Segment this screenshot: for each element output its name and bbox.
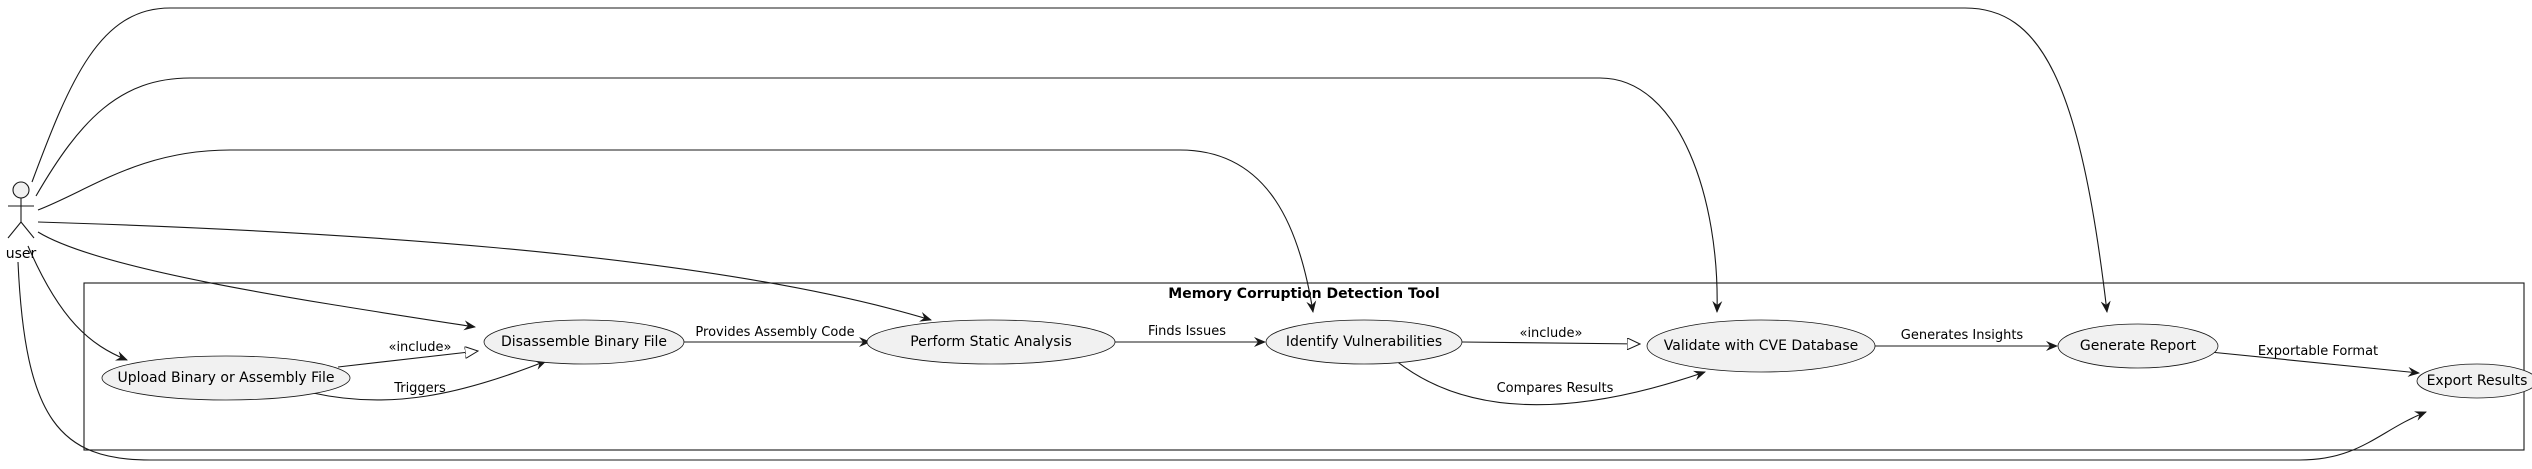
edge-user-report bbox=[31, 7, 2111, 313]
use-case-upload-label: Upload Binary or Assembly File bbox=[117, 370, 334, 386]
edge-label-identify-include: «include» bbox=[1519, 326, 1582, 341]
edge-label-exportable: Exportable Format bbox=[2258, 344, 2378, 359]
use-case-export[interactable]: Export Results bbox=[2416, 363, 2532, 399]
system-title: Memory Corruption Detection Tool bbox=[1168, 286, 1439, 302]
use-case-static-label: Perform Static Analysis bbox=[910, 334, 1072, 350]
edge-upload-disassemble-include bbox=[337, 351, 478, 368]
edge-user-upload bbox=[27, 245, 128, 361]
edge-upload-disassemble-triggers bbox=[312, 360, 547, 401]
use-case-report-label: Generate Report bbox=[2080, 338, 2197, 354]
edge-user-export bbox=[17, 261, 2427, 461]
edge-label-generates: Generates Insights bbox=[1901, 328, 2024, 343]
use-case-identify-label: Identify Vulnerabilities bbox=[1286, 334, 1442, 350]
use-case-export-label: Export Results bbox=[2427, 373, 2528, 389]
use-case-upload[interactable]: Upload Binary or Assembly File bbox=[101, 355, 351, 401]
use-case-validate[interactable]: Validate with CVE Database bbox=[1646, 319, 1876, 373]
use-case-report[interactable]: Generate Report bbox=[2057, 323, 2219, 369]
edge-user-identify bbox=[37, 149, 1317, 313]
edge-report-export bbox=[2209, 351, 2420, 377]
edge-label-upload-include: «include» bbox=[388, 340, 451, 355]
actor-user[interactable]: user bbox=[6, 181, 37, 262]
edge-identify-validate-compares bbox=[1394, 359, 1706, 406]
edge-user-validate bbox=[35, 77, 1723, 313]
edge-label-triggers: Triggers bbox=[393, 381, 446, 396]
edge-label-provides: Provides Assembly Code bbox=[695, 325, 854, 340]
edge-label-compares: Compares Results bbox=[1497, 381, 1614, 396]
edge-label-finds: Finds Issues bbox=[1148, 324, 1226, 339]
use-case-static[interactable]: Perform Static Analysis bbox=[866, 319, 1116, 365]
actor-label: user bbox=[6, 246, 37, 262]
actor-head-icon bbox=[12, 181, 30, 199]
edge-user-disassemble bbox=[37, 231, 476, 331]
system-boundary bbox=[83, 282, 2525, 451]
use-case-disassemble[interactable]: Disassemble Binary File bbox=[483, 319, 685, 365]
edge-identify-validate-include bbox=[1461, 342, 1640, 344]
use-case-validate-label: Validate with CVE Database bbox=[1664, 338, 1858, 354]
edge-user-static bbox=[37, 221, 932, 322]
use-case-disassemble-label: Disassemble Binary File bbox=[501, 334, 667, 350]
use-case-identify[interactable]: Identify Vulnerabilities bbox=[1265, 319, 1463, 365]
